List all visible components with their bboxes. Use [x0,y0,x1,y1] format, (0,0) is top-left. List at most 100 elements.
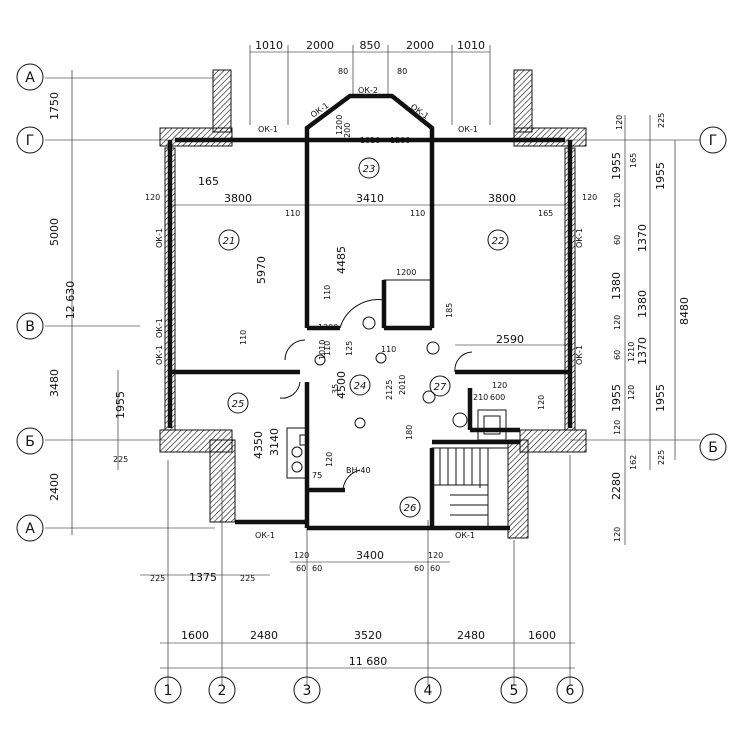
svg-text:Г: Г [26,133,35,149]
svg-text:2280: 2280 [610,472,623,500]
svg-text:80: 80 [338,67,348,76]
svg-text:210: 210 [473,393,488,402]
svg-text:1200: 1200 [335,115,344,135]
axis-row-v: В [16,312,44,340]
svg-text:Б: Б [25,434,35,450]
svg-text:35: 35 [331,384,340,394]
svg-text:А: А [25,521,35,537]
axis-col-4: 4 [414,676,442,704]
svg-text:125: 125 [345,341,354,356]
svg-text:ОК-1: ОК-1 [455,531,475,540]
svg-text:22: 22 [492,236,505,247]
svg-text:4485: 4485 [335,246,348,274]
svg-text:162: 162 [629,455,638,470]
svg-text:1600: 1600 [181,629,209,642]
svg-text:3520: 3520 [354,629,382,642]
svg-text:60: 60 [312,564,322,573]
svg-text:3800: 3800 [488,192,516,205]
svg-text:1370: 1370 [636,224,649,252]
svg-text:225: 225 [657,450,666,465]
axis-row-a-top: А [16,63,44,91]
axis-col-2: 2 [208,676,236,704]
svg-text:2590: 2590 [496,333,524,346]
top-dim-chain: 1010 2000 850 2000 1010 80 80 1200 1010 … [249,39,491,145]
svg-text:21: 21 [223,236,236,247]
room-21: 21 [218,229,240,251]
svg-text:110: 110 [381,345,396,354]
svg-text:5970: 5970 [255,256,268,284]
svg-text:225: 225 [113,455,128,464]
svg-text:1750: 1750 [48,92,61,120]
svg-text:60: 60 [414,564,424,573]
bottom-dim-chains: 225 1375 225 120 60 60 3400 60 60 120 16… [140,549,575,669]
svg-text:6: 6 [566,683,575,699]
svg-text:ОК-1: ОК-1 [458,125,478,134]
window-ok2: ОК-2 [358,86,378,95]
svg-text:120: 120 [613,420,622,435]
svg-text:1955: 1955 [610,384,623,412]
room-23: 23 [358,157,380,179]
svg-text:ОК-1: ОК-1 [258,125,278,134]
svg-text:120: 120 [145,193,160,202]
label-vn40: ВН-40 [346,466,371,475]
svg-text:ОК-1: ОК-1 [575,228,584,248]
axis-col-1: 1 [154,676,182,704]
axis-col-5: 5 [500,676,528,704]
axis-row-g: Г [16,126,44,154]
svg-text:2125: 2125 [385,380,394,400]
svg-text:12 630: 12 630 [64,281,77,320]
svg-text:120: 120 [492,381,507,390]
axis-row-b: Б [16,427,44,455]
dim-top-1010b: 1010 [457,39,485,52]
svg-text:25: 25 [232,399,245,410]
svg-text:110: 110 [323,341,332,356]
svg-text:120: 120 [582,193,597,202]
svg-text:26: 26 [404,503,417,514]
svg-text:60: 60 [430,564,440,573]
svg-text:3140: 3140 [268,428,281,456]
svg-text:80: 80 [397,67,407,76]
svg-text:60: 60 [296,564,306,573]
svg-text:1: 1 [164,683,173,699]
svg-text:ОК-1: ОК-1 [155,345,164,365]
svg-text:165: 165 [198,175,219,188]
svg-text:2480: 2480 [457,629,485,642]
svg-text:23: 23 [363,164,376,175]
svg-text:5000: 5000 [48,218,61,246]
svg-text:2480: 2480 [250,629,278,642]
interior-dims: 3800 3410 3800 165 120 110 110 165 120 2… [145,123,597,480]
svg-text:В: В [25,319,35,335]
axis-bubbles: А Г В Б А Г Б 1 2 3 4 5 6 [16,63,727,704]
svg-text:120: 120 [613,193,622,208]
svg-text:120: 120 [627,385,636,400]
svg-text:225: 225 [240,574,255,583]
svg-text:А: А [25,70,35,86]
svg-text:1210: 1210 [627,342,636,362]
svg-text:60: 60 [613,350,622,360]
left-dim-chain: 1750 5000 12 630 3480 1955 225 2400 [48,70,128,535]
svg-text:120: 120 [613,527,622,542]
svg-text:1380: 1380 [610,272,623,300]
room-27: 27 [429,375,451,397]
svg-text:3800: 3800 [224,192,252,205]
axis-row-a-bottom: А [16,514,44,542]
svg-text:225: 225 [657,113,666,128]
svg-text:3480: 3480 [48,369,61,397]
svg-text:1200: 1200 [318,323,338,332]
svg-text:3410: 3410 [356,192,384,205]
svg-text:1200: 1200 [390,136,410,145]
svg-text:120: 120 [428,551,443,560]
svg-text:225: 225 [150,574,165,583]
room-22: 22 [487,229,509,251]
dim-top-1010a: 1010 [255,39,283,52]
svg-text:185: 185 [445,303,454,318]
dim-top-2000b: 2000 [406,39,434,52]
svg-text:120: 120 [615,115,624,130]
svg-text:600: 600 [490,393,505,402]
svg-text:1600: 1600 [528,629,556,642]
room-24: 24 [349,374,371,396]
svg-text:180: 180 [405,425,414,440]
svg-text:1200: 1200 [343,123,352,143]
svg-text:165: 165 [629,153,638,168]
